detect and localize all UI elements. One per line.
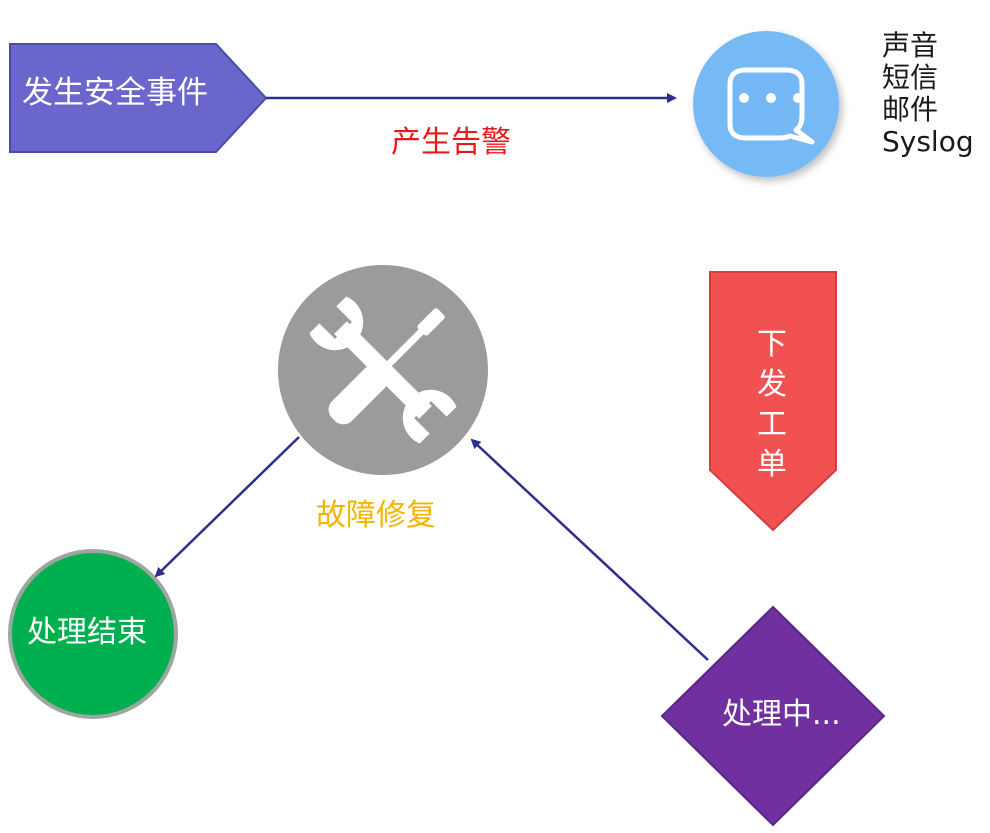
tools-icon	[278, 265, 488, 475]
channel-email: 邮件	[882, 93, 939, 126]
issue-ticket-shape	[709, 271, 837, 532]
finished-circle	[8, 549, 178, 719]
security-event-shape	[9, 43, 268, 153]
channel-sound: 声音	[882, 29, 939, 62]
processing-label: 处理中...	[722, 697, 841, 732]
ticket-char-1: 下	[757, 327, 787, 362]
channel-syslog: Syslog	[882, 125, 974, 158]
processing-diamond	[660, 605, 886, 827]
issue-ticket-label: 下 发 工 单	[752, 325, 792, 485]
ticket-char-4: 单	[757, 447, 787, 482]
fault-repair-label: 故障修复	[316, 498, 436, 533]
ticket-char-3: 工	[757, 407, 787, 442]
security-event-label: 发生安全事件	[22, 75, 208, 111]
ticket-char-2: 发	[757, 367, 787, 402]
finished-label: 处理结束	[27, 615, 147, 650]
finish-arrow	[154, 436, 300, 578]
channel-sms: 短信	[882, 61, 939, 94]
notification-channels: 声音 短信 邮件 Syslog	[882, 30, 974, 158]
chat-bubble-icon	[693, 31, 839, 177]
alarm-label: 产生告警	[391, 125, 511, 160]
repair-arrow	[470, 438, 709, 661]
